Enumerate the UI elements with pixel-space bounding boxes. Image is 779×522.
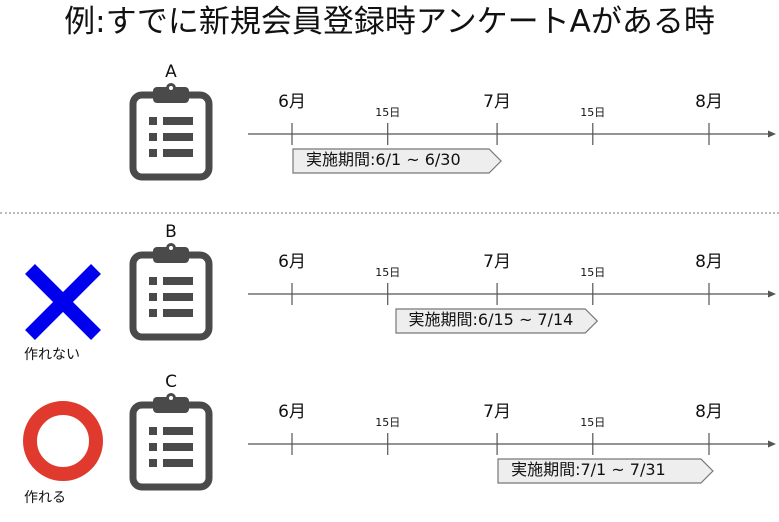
mid-month-label: 15日 xyxy=(580,106,606,119)
clipboard xyxy=(129,391,213,495)
mid-month-label: 15日 xyxy=(580,416,606,429)
clipboard-icon xyxy=(129,243,213,341)
clipboard-label: B xyxy=(165,222,177,242)
scenario-row: B 6月 15日 7月 15日 8月実施期間:6/15 ~ 7/14 作れない xyxy=(0,222,779,372)
circle-icon xyxy=(22,400,104,486)
timeline xyxy=(248,283,776,305)
month-label: 7月 xyxy=(483,402,511,422)
month-label: 7月 xyxy=(483,252,511,272)
period-shape xyxy=(394,308,598,334)
period-label: 実施期間:7/1 ~ 7/31 xyxy=(511,460,666,479)
month-label: 8月 xyxy=(695,402,723,422)
month-label: 8月 xyxy=(695,252,723,272)
scenario-row: C 6月 15日 7月 15日 8月実施期間:7/1 ~ 7/31 作れる xyxy=(0,372,779,522)
clipboard-icon xyxy=(129,393,213,491)
timeline xyxy=(248,433,776,455)
period-box: 実施期間:7/1 ~ 7/31 xyxy=(497,458,714,484)
month-label: 6月 xyxy=(278,92,306,112)
divider xyxy=(0,212,779,214)
month-label: 7月 xyxy=(483,92,511,112)
month-label: 6月 xyxy=(278,252,306,272)
mid-month-label: 15日 xyxy=(375,106,401,119)
clipboard xyxy=(129,241,213,345)
period-box: 実施期間:6/15 ~ 7/14 xyxy=(394,308,598,334)
arrow-head-icon xyxy=(768,290,776,298)
period-shape xyxy=(292,148,502,174)
verdict-label: 作れない xyxy=(24,347,80,363)
mid-month-label: 15日 xyxy=(375,416,401,429)
period-label: 実施期間:6/15 ~ 7/14 xyxy=(408,310,574,329)
period-label: 実施期間:6/1 ~ 6/30 xyxy=(306,150,461,169)
clipboard-icon xyxy=(129,83,213,181)
clipboard xyxy=(129,81,213,185)
arrow-head-icon xyxy=(768,440,776,448)
clipboard-label: A xyxy=(165,62,177,82)
cross-icon xyxy=(22,261,104,347)
arrow-head-icon xyxy=(768,130,776,138)
verdict-label: 作れる xyxy=(24,490,66,506)
diagram-title: 例:すでに新規会員登録時アンケートAがある時 xyxy=(64,4,715,40)
month-label: 8月 xyxy=(695,92,723,112)
period-box: 実施期間:6/1 ~ 6/30 xyxy=(292,148,502,174)
period-shape xyxy=(497,458,714,484)
mid-month-label: 15日 xyxy=(580,266,606,279)
scenario-row: A 6月 15日 7月 15日 8月実施期間:6/1 ~ 6/30 xyxy=(0,62,779,212)
month-label: 6月 xyxy=(278,402,306,422)
mid-month-label: 15日 xyxy=(375,266,401,279)
clipboard-label: C xyxy=(165,372,177,392)
timeline xyxy=(248,123,776,145)
